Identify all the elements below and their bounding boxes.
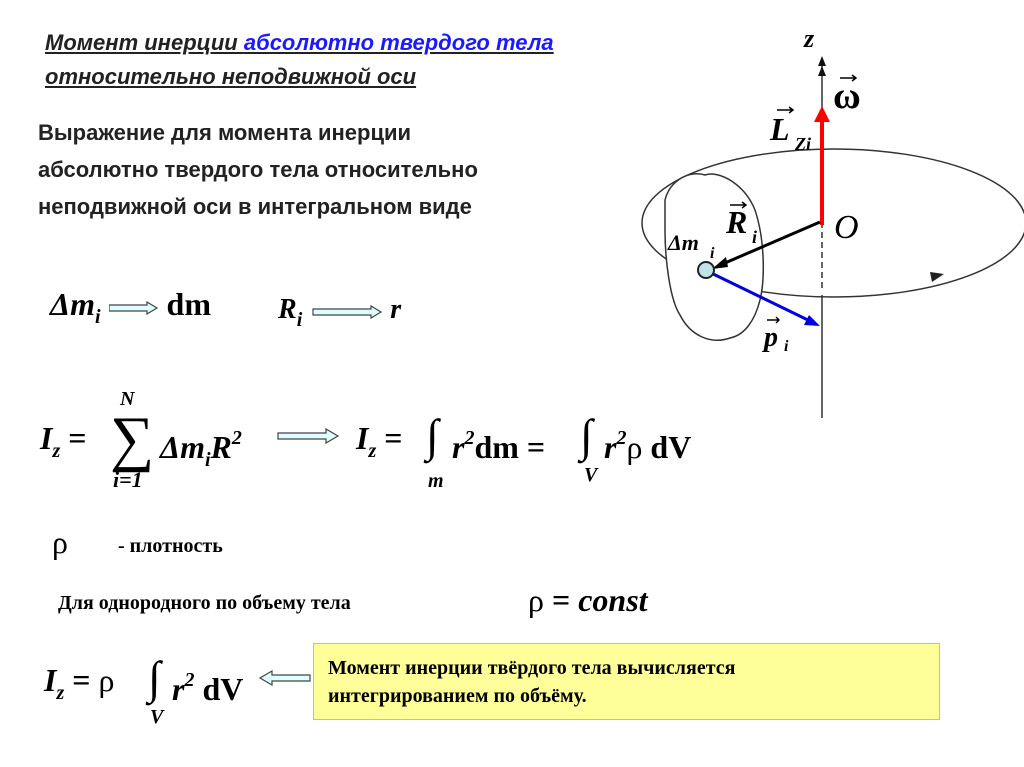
mass-point [697, 261, 715, 279]
note-box: Момент инерции твёрдого тела вычисляется… [313, 643, 940, 720]
description-line: Выражение для момента инерции [38, 120, 412, 145]
R-subscript: i [752, 227, 757, 247]
p-vector [706, 269, 813, 324]
L-subscript: Zi [794, 134, 811, 154]
double-arrow-left-icon [258, 670, 311, 686]
vector-arrow-marks [730, 74, 858, 324]
dm-label: Δm [667, 230, 699, 255]
note-line: интегрированием по объёму. [328, 685, 587, 707]
double-arrow-icon [108, 300, 158, 315]
sum-term: ΔmiR2 [160, 427, 242, 471]
rho-symbol: ρ [52, 524, 68, 560]
double-arrow-icon [312, 304, 383, 319]
rigid-body-outline [664, 173, 765, 341]
description: Выражение для момента инерции абсолютно … [38, 114, 478, 225]
double-arrow-icon [277, 428, 340, 444]
description-line: неподвижной оси в интегральном виде [38, 194, 472, 219]
p-subscript: i [784, 338, 789, 355]
final-term: r2 dV [172, 669, 244, 707]
integral-symbol: ∫ [148, 652, 161, 703]
slide-title-line1: Момент инерции абсолютно твердого тела [45, 30, 554, 56]
note-line: Момент инерции твёрдого тела вычисляется [328, 657, 736, 679]
z-axis-label: z [803, 24, 815, 53]
description-line: абсолютно твердого тела относительно [38, 157, 478, 182]
homogeneous-text: Для однородного по объему тела [58, 592, 351, 614]
R-label: R [725, 204, 747, 240]
rho-const: ρ = const [528, 582, 648, 618]
orbit-arrow-icon [930, 272, 944, 282]
L-label: L [769, 111, 790, 147]
p-label: p [762, 322, 778, 353]
sum-lower-limit: i=1 [113, 467, 143, 492]
density-label: - плотность [118, 535, 223, 557]
substitution-dm: Δmi dm [50, 286, 211, 328]
dm-subscript: i [710, 245, 715, 262]
slide-title-line2: относительно неподвижной оси [45, 64, 417, 89]
z-axis-arrow-icon [818, 56, 826, 76]
sum-upper-limit: N [120, 388, 135, 410]
sigma-symbol: ∑ [110, 405, 155, 473]
integral-formula-lhs: Iz = [356, 420, 403, 462]
integral-lower-limit: V [584, 464, 598, 486]
integral-lower-limit: m [428, 470, 444, 492]
integral-term-volume: r2ρ dV [604, 427, 692, 465]
integral-symbol: ∫ [426, 410, 439, 461]
title-link[interactable]: абсолютно твердого тела [243, 30, 554, 55]
rotation-orbit [641, 148, 1024, 298]
sum-formula: Iz = [40, 420, 87, 462]
integral-term: r2dm = [452, 427, 546, 465]
R-vector [717, 220, 821, 268]
omega-label: ω [833, 75, 861, 117]
substitution-r: Ri r [278, 294, 402, 331]
title-text: Момент инерции [45, 30, 244, 55]
origin-label: O [834, 209, 859, 246]
integral-symbol: ∫ [580, 410, 593, 461]
final-formula: Iz = ρ [44, 662, 115, 704]
integral-lower-limit: V [150, 706, 164, 728]
